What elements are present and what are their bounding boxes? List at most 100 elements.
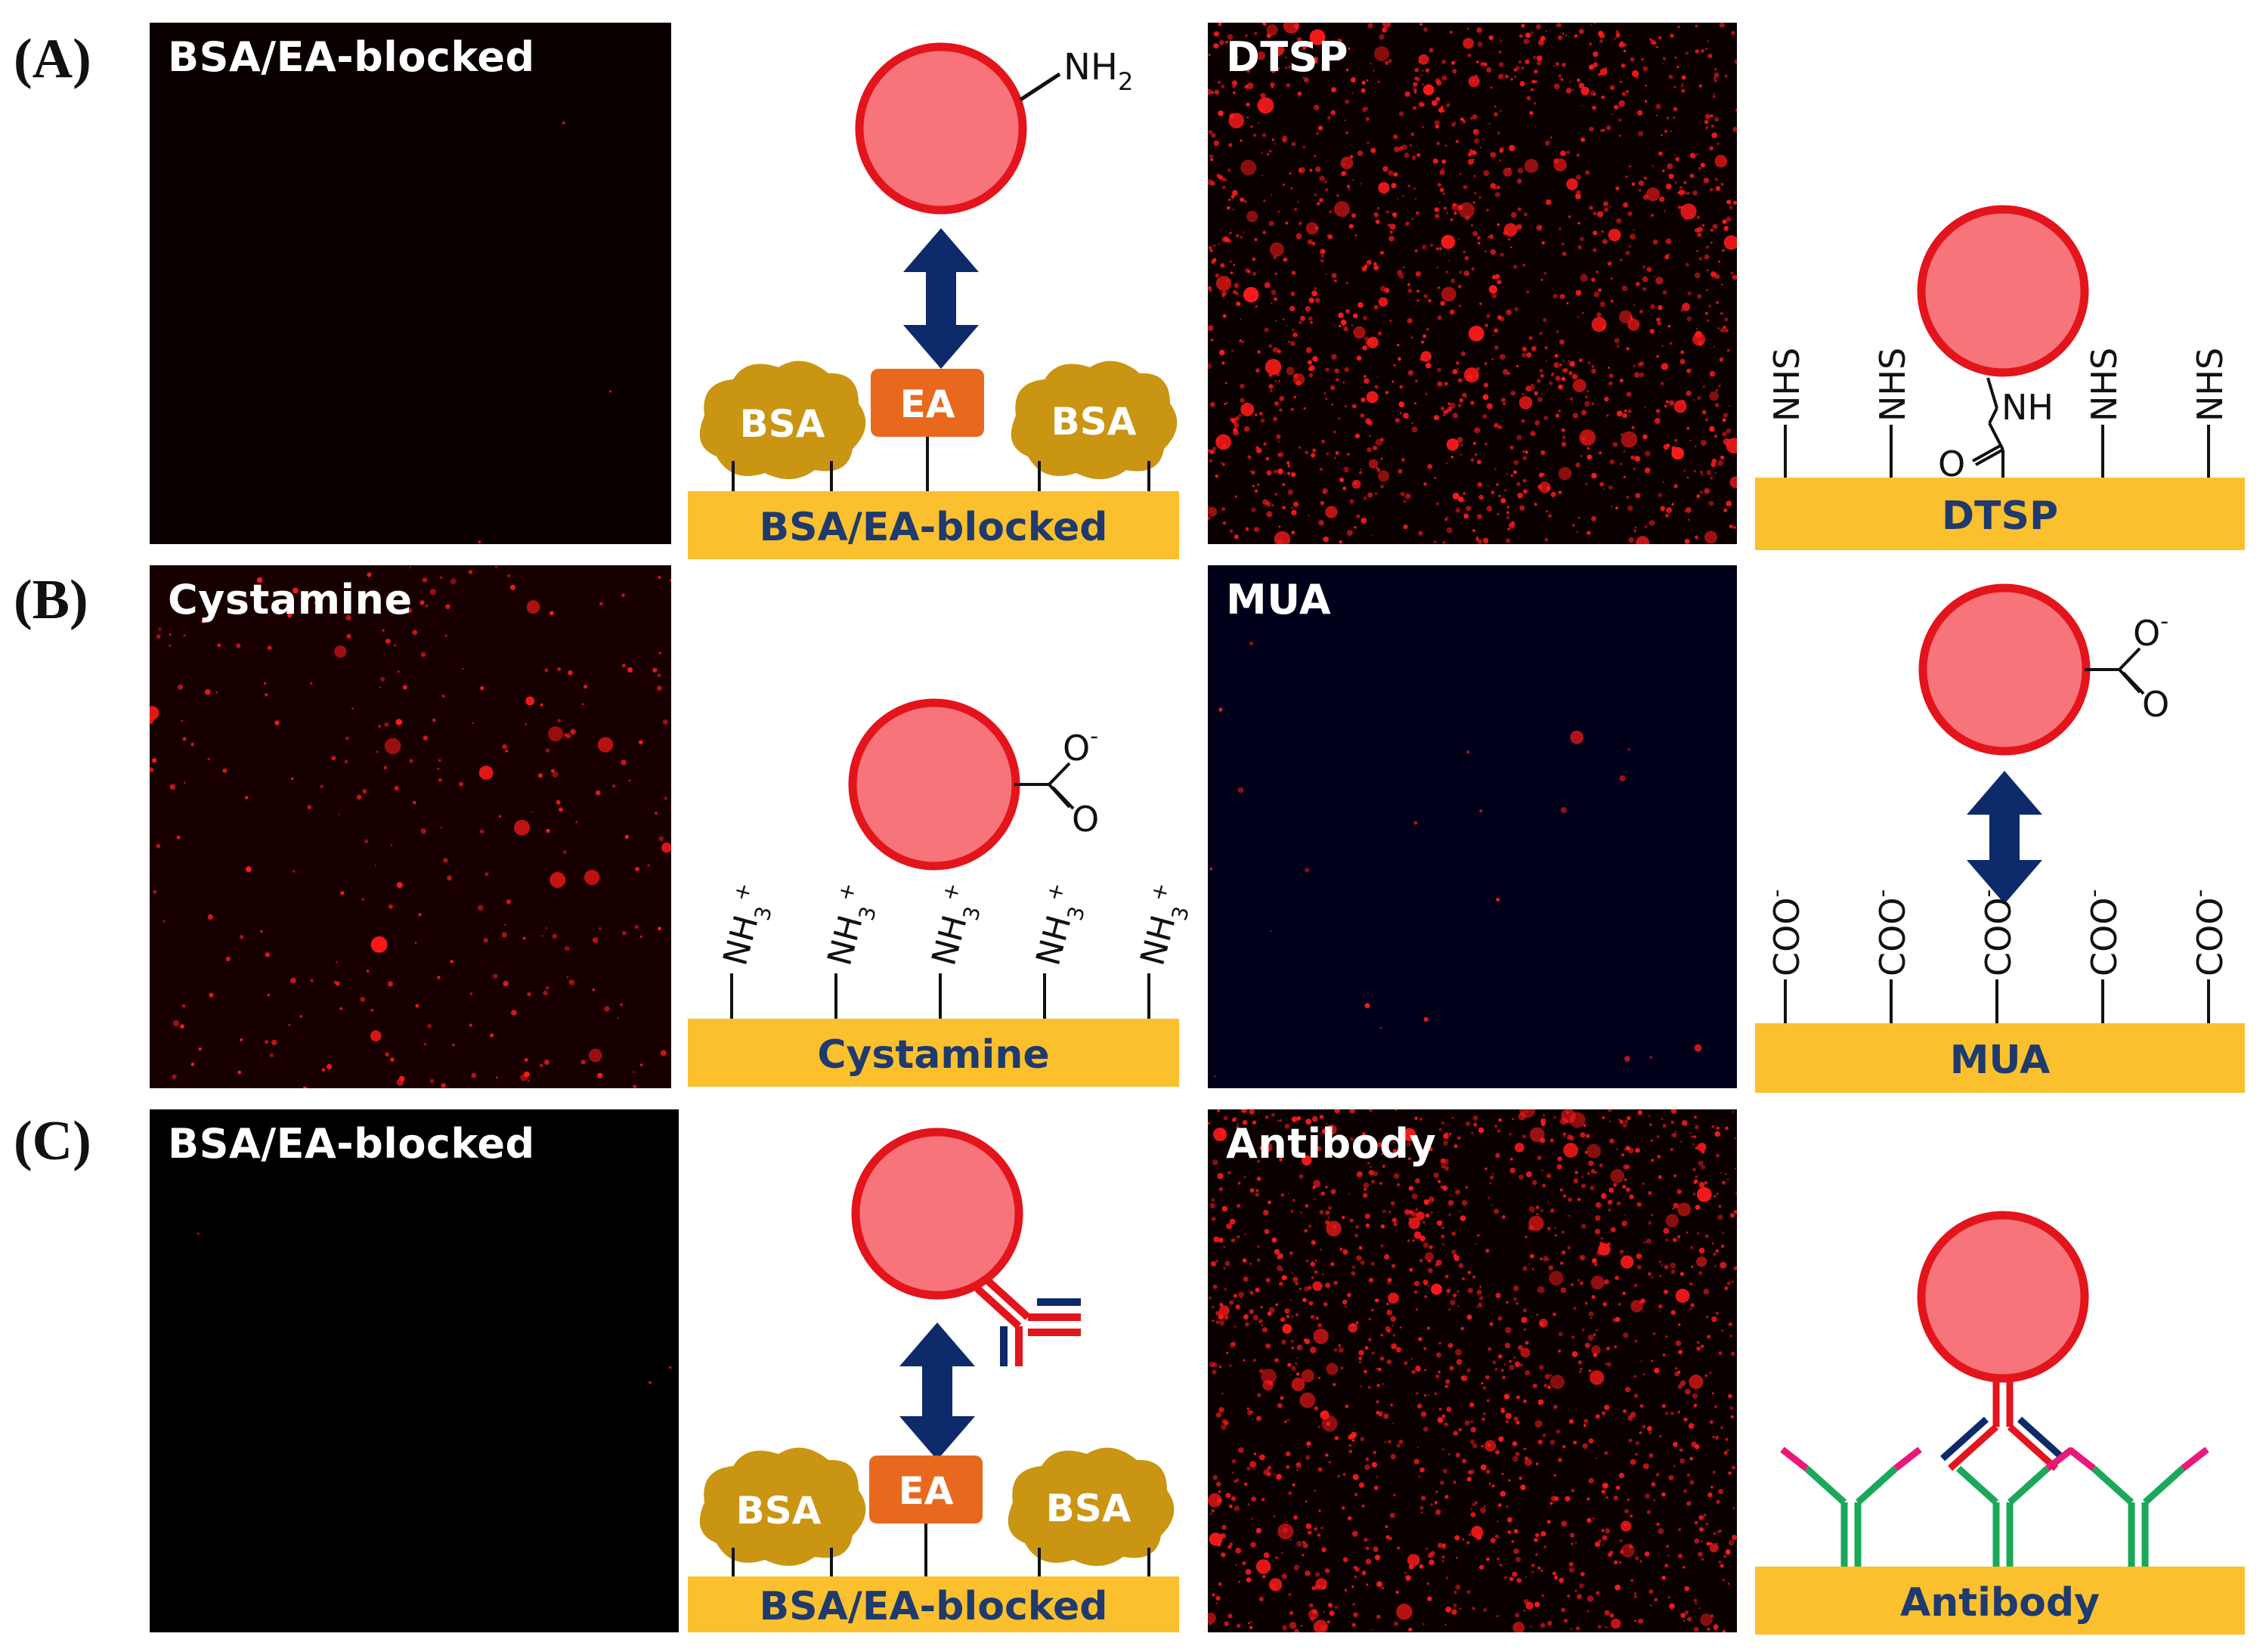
micrograph-title: Cystamine: [168, 576, 413, 623]
fluorescent-spot: [1295, 1282, 1299, 1285]
fluorescent-spot: [1452, 69, 1457, 74]
fluorescent-spot: [1433, 1172, 1439, 1178]
fluorescent-spot: [1602, 1482, 1608, 1489]
fluorescent-spot: [1495, 1152, 1500, 1159]
fluorescent-spot: [1684, 538, 1690, 544]
fluorescent-spot: [471, 1072, 477, 1078]
fluorescent-spot: [540, 703, 543, 707]
fluorescent-spot: [1308, 514, 1310, 517]
fluorescent-spot: [1299, 1392, 1316, 1409]
fluorescent-spot: [1492, 1360, 1497, 1365]
fluorescent-spot: [1494, 1208, 1500, 1214]
fluorescent-spot: [1220, 1129, 1226, 1135]
fluorescent-spot: [1415, 198, 1417, 200]
fluorescent-spot: [1561, 1250, 1566, 1255]
fluorescent-spot: [1601, 230, 1604, 233]
fluorescent-spot: [1492, 334, 1494, 336]
fluorescent-spot: [1470, 1511, 1476, 1517]
fluorescent-spot: [1621, 1521, 1632, 1532]
fluorescent-spot: [1646, 267, 1652, 272]
fluorescent-spot: [1610, 1168, 1625, 1183]
fluorescent-spot: [1374, 46, 1389, 62]
fluorescent-spot: [1541, 241, 1545, 245]
fluorescent-spot: [1326, 1454, 1329, 1456]
fluorescent-spot: [1642, 1425, 1646, 1429]
fluorescent-spot: [1268, 344, 1272, 348]
fluorescent-spot: [1413, 1459, 1419, 1465]
amide-o-label: O: [1938, 444, 1965, 484]
fluorescent-spot: [1629, 1194, 1634, 1199]
fluorescent-spot: [1460, 1215, 1466, 1221]
fluorescent-spot: [1711, 1125, 1714, 1128]
fluorescent-spot: [1351, 479, 1361, 489]
fluorescent-spot: [1317, 1376, 1321, 1379]
fluorescent-spot: [633, 1084, 637, 1088]
fluorescent-spot: [1648, 1589, 1654, 1595]
fluorescent-spot: [1352, 1603, 1355, 1606]
ammonium-label: NH3+: [816, 880, 886, 971]
fluorescent-spot: [292, 870, 296, 873]
fluorescent-spot: [1543, 271, 1547, 275]
fluorescent-spot: [172, 1020, 180, 1027]
fluorescent-spot: [1627, 505, 1633, 512]
fluorescent-spot: [1355, 1321, 1359, 1325]
fluorescent-spot: [1605, 1496, 1608, 1499]
fluorescent-spot: [1358, 471, 1363, 475]
fluorescent-spot: [1458, 497, 1464, 503]
fluorescent-spot: [445, 604, 450, 609]
fluorescent-spot: [1665, 400, 1669, 404]
fluorescent-spot: [1218, 349, 1225, 356]
fluorescent-spot: [1710, 476, 1713, 480]
fluorescent-spot: [169, 645, 172, 647]
fluorescent-spot: [1281, 1275, 1287, 1281]
fluorescent-spot: [1406, 1142, 1411, 1146]
fluorescent-spot: [1588, 1311, 1594, 1316]
fluorescent-spot: [1389, 1512, 1395, 1518]
fluorescent-spot: [1450, 1299, 1456, 1306]
fluorescent-spot: [1503, 1394, 1510, 1400]
fluorescent-spot: [1478, 1127, 1484, 1134]
fluorescent-spot: [1536, 1213, 1539, 1216]
fluorescent-spot: [1309, 365, 1315, 371]
fluorescent-spot: [1574, 1171, 1578, 1174]
fluorescent-spot: [163, 920, 166, 923]
fluorescent-spot: [1323, 180, 1327, 184]
fluorescent-spot: [1568, 215, 1571, 218]
fluorescent-spot: [1224, 40, 1228, 44]
fluorescent-spot: [1411, 155, 1416, 160]
fluorescent-spot: [1364, 1187, 1367, 1191]
fluorescent-spot: [1539, 225, 1543, 229]
fluorescent-spot: [1296, 1372, 1300, 1376]
fluorescent-spot: [1288, 1193, 1290, 1195]
fluorescent-spot: [1455, 1452, 1461, 1458]
fluorescent-spot: [1618, 1303, 1621, 1306]
fluorescent-spot: [1609, 1551, 1614, 1555]
fluorescent-spot: [1437, 381, 1443, 387]
fluorescent-spot: [1545, 30, 1547, 32]
fluorescent-spot: [1572, 379, 1587, 392]
fluorescent-spot: [1556, 330, 1559, 333]
fluorescent-spot: [1442, 410, 1445, 413]
fluorescent-spot: [1526, 352, 1532, 357]
fluorescent-spot: [1444, 1384, 1448, 1388]
fluorescent-spot: [1325, 1282, 1331, 1288]
fluorescent-spot: [1243, 1359, 1246, 1362]
fluorescent-spot: [1590, 1185, 1595, 1191]
fluorescent-spot: [1324, 1568, 1330, 1573]
fluorescent-spot: [1591, 277, 1596, 283]
fluorescent-spot: [1571, 1489, 1574, 1493]
fluorescence-spots: [197, 1232, 672, 1384]
fluorescent-spot: [427, 1023, 432, 1029]
fluorescent-spot: [1482, 414, 1487, 419]
fluorescent-spot: [1385, 1535, 1390, 1539]
fluorescent-spot: [382, 629, 385, 632]
fluorescent-spot: [1349, 224, 1354, 228]
fluorescent-spot: [1608, 381, 1613, 385]
fluorescent-spot: [335, 981, 340, 986]
fluorescent-spot: [1260, 1306, 1263, 1309]
fluorescent-spot: [1255, 1559, 1271, 1574]
fluorescent-spot: [1677, 25, 1680, 29]
fluorescent-spot: [1255, 1415, 1262, 1422]
fluorescent-spot: [622, 664, 626, 667]
fluorescent-spot: [1269, 389, 1273, 392]
